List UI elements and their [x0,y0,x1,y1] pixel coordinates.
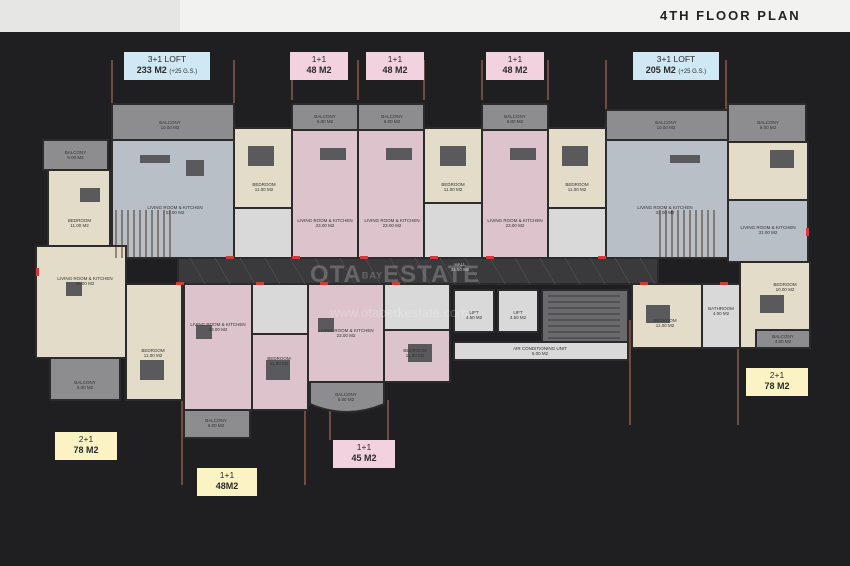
bedroom-1plus1-c [547,127,607,209]
bedroom-left [47,169,111,247]
header-banner-accent [0,0,180,32]
unit-tag-4: 3+1 LOFT 205 M2 (+25 G.S.) [633,52,719,80]
bedroom-right-top [727,141,809,201]
balcony-2plus1-left [49,357,121,401]
bedroom-3plus1-left [233,127,293,209]
page-title: 4TH FLOOR PLAN [660,8,801,23]
balcony-1plus1-bottom-b [309,381,385,413]
lift-b [497,289,539,333]
living-right [727,199,809,263]
watermark-logo: OTABAYESTATE [310,261,481,288]
corridor [177,257,659,285]
balcony-2plus1-right [755,329,811,349]
balcony-1plus1-c [481,103,549,131]
bath-1plus1-c [547,207,607,259]
living-1plus1-bottom-a [183,283,253,411]
bath-1plus1-b [423,202,483,259]
balcony-1plus1-b [357,103,425,131]
bath-1plus1-bottom-b [383,283,451,331]
balcony-3plus1-right [605,109,729,143]
bath-1plus1-bottom-a [251,283,309,335]
balcony-3plus1-left [111,103,235,143]
living-2plus1-left [35,245,127,359]
balcony-right [727,103,807,143]
bath-2plus1-right [701,283,741,349]
watermark-url: www.otaberkestate.com [330,305,469,320]
living-3plus1-right [605,139,729,259]
unit-tag-0: 3+1 LOFT 233 M2 (+25 G.S.) [124,52,210,80]
header-banner: 4TH FLOOR PLAN [0,0,850,32]
balcony-left [42,139,109,171]
lift-a [453,289,495,333]
living-3plus1-left [111,139,235,259]
ac-unit [453,341,629,361]
stairs [541,289,629,343]
balcony-1plus1-bottom-a [183,409,251,439]
bedroom-2plus1-left [125,283,183,401]
bath-3plus1-left [233,207,293,259]
